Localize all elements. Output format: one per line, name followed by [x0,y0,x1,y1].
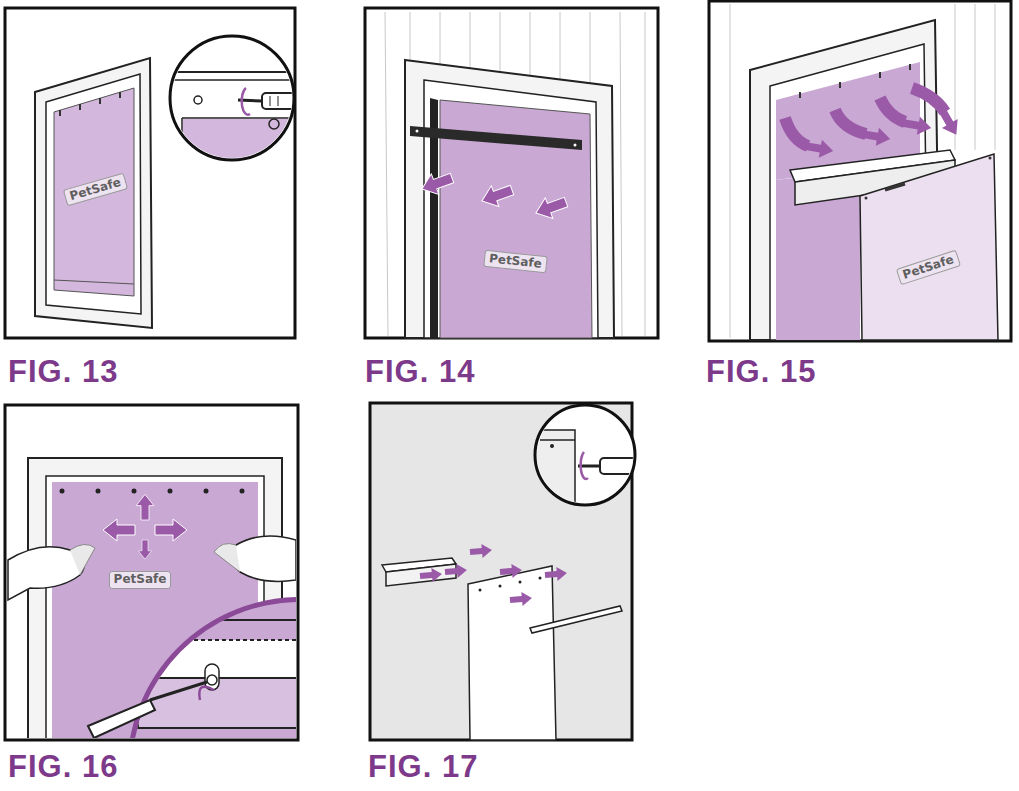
fig15-illustration [709,1,1011,341]
fig14-illustration [365,8,658,338]
brand-watermark: PetSafe [109,571,172,588]
figure-label: FIG. 16 [8,751,118,782]
figure-label: FIG. 15 [706,356,816,387]
fig13-illustration [5,8,302,338]
fig17-illustration [370,403,640,740]
figure-label: FIG. 17 [368,751,478,782]
figure-label: FIG. 13 [8,356,118,387]
figure-label: FIG. 14 [365,356,475,387]
